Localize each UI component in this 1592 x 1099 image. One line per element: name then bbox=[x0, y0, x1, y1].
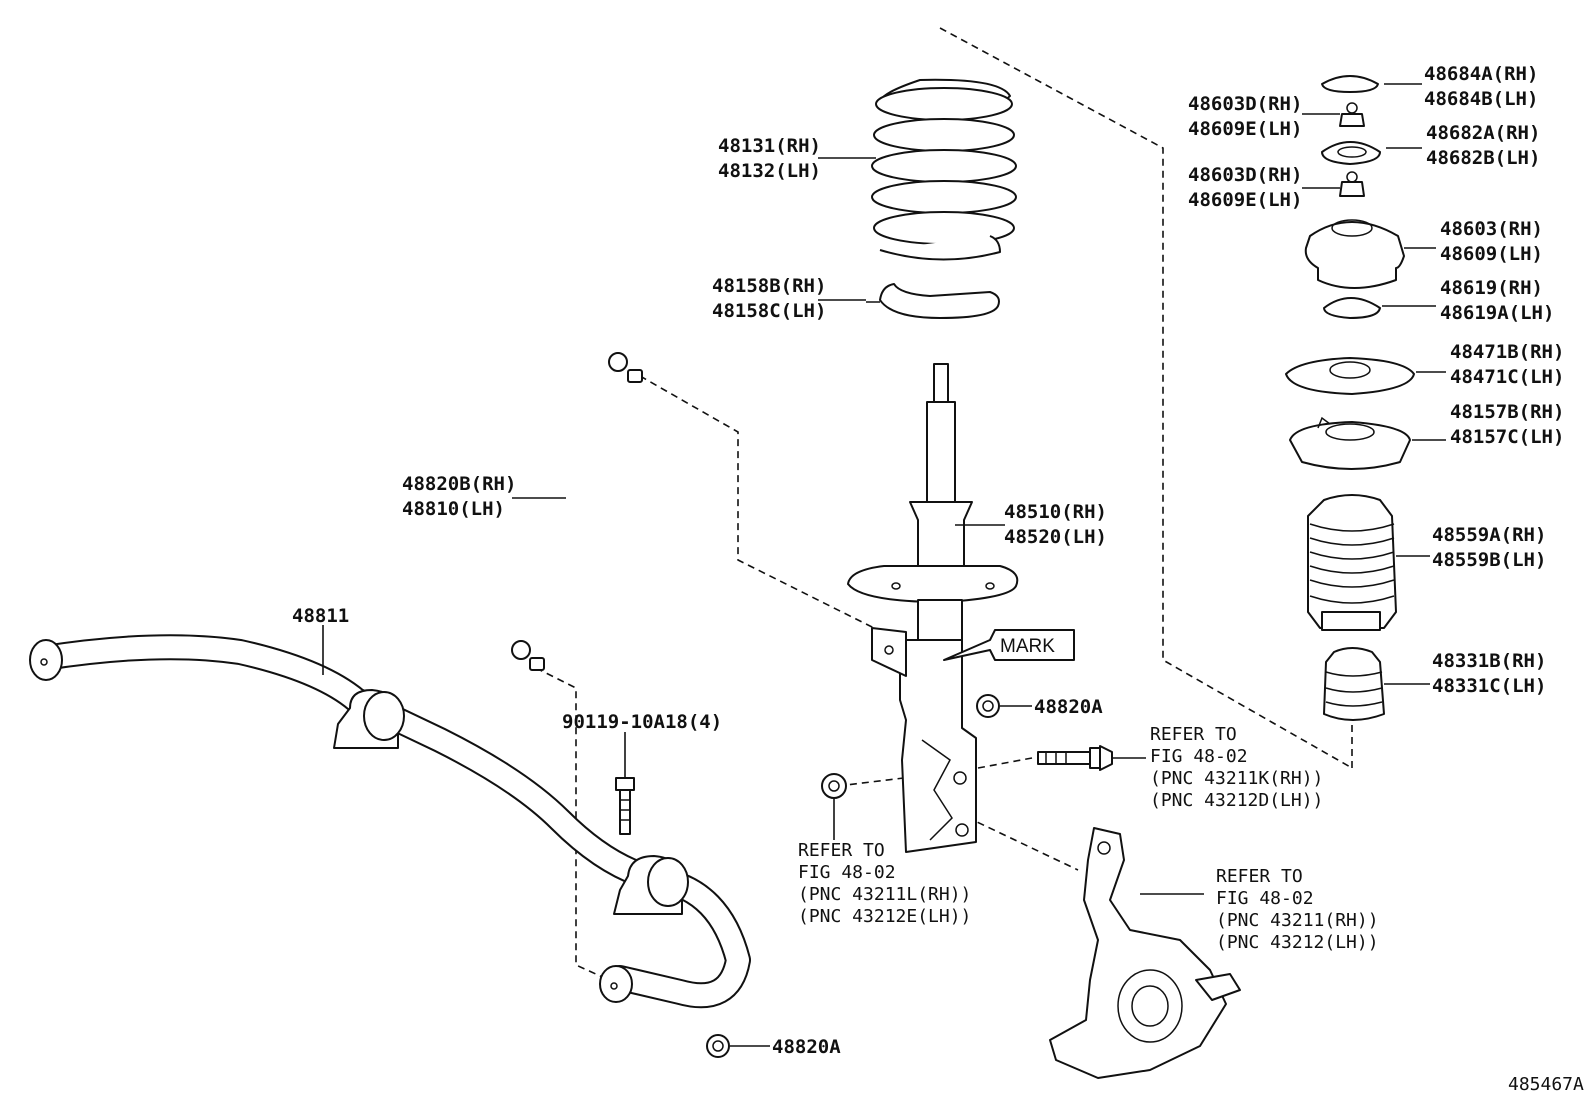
label-cap: 48684A(RH) 48684B(LH) bbox=[1424, 63, 1538, 110]
cap[interactable] bbox=[1321, 75, 1379, 93]
label-shock-absorber: 48510(RH) 48520(LH) bbox=[1004, 501, 1107, 548]
mark-label: MARK bbox=[1000, 636, 1055, 657]
label-spring-insulator: 48158B(RH) 48158C(LH) bbox=[712, 275, 826, 322]
spacer[interactable] bbox=[1323, 297, 1381, 319]
label-stabilizer-link: 48820B(RH) 48810(LH) bbox=[402, 473, 516, 520]
ref-knuckle-line1: REFER TO bbox=[1216, 866, 1303, 887]
ref-strut-bolt-line1: REFER TO bbox=[1150, 724, 1237, 745]
leader-lines bbox=[322, 83, 1446, 1047]
label-coil-spring-lh: 48132(LH) bbox=[718, 160, 821, 182]
ref-strut-bolt-line4: (PNC 43212D(LH)) bbox=[1150, 790, 1323, 811]
label-seat-rh: 48157B(RH) bbox=[1450, 401, 1564, 423]
label-coil-spring-rh: 48131(RH) bbox=[718, 135, 821, 157]
upper-seat[interactable] bbox=[1289, 416, 1411, 470]
shock-absorber[interactable] bbox=[847, 363, 1019, 853]
label-link-nut-lower: 48820A bbox=[772, 1036, 841, 1058]
label-support-rh: 48603(RH) bbox=[1440, 218, 1543, 240]
label-seat-lh: 48157C(LH) bbox=[1450, 426, 1564, 448]
ref-strut-bolt-line3: (PNC 43211K(RH)) bbox=[1150, 768, 1323, 789]
label-upper-seat: 48157B(RH) 48157C(LH) bbox=[1450, 401, 1564, 448]
label-bumper-rh: 48331B(RH) bbox=[1432, 650, 1546, 672]
ref-strut-bolt-line2: FIG 48-02 bbox=[1150, 746, 1248, 767]
label-dust-seal: 48682A(RH) 48682B(LH) bbox=[1426, 122, 1540, 169]
label-bumper-lh: 48331C(LH) bbox=[1432, 675, 1546, 697]
bushing-bolt[interactable] bbox=[615, 777, 635, 835]
label-shock-lh: 48520(LH) bbox=[1004, 526, 1107, 548]
label-nut-upper: 48603D(RH) 48609E(LH) bbox=[1188, 93, 1302, 140]
ref-strut-nut-line2: FIG 48-02 bbox=[798, 862, 896, 883]
ref-knuckle-line3: (PNC 43211(RH)) bbox=[1216, 910, 1379, 931]
bearing[interactable] bbox=[1285, 357, 1415, 395]
ref-strut-nut-line3: (PNC 43211L(RH)) bbox=[798, 884, 971, 905]
strut-bolt[interactable] bbox=[1037, 745, 1113, 771]
label-dust-seal-rh: 48682A(RH) bbox=[1426, 122, 1540, 144]
label-boot-lh: 48559B(LH) bbox=[1432, 549, 1546, 571]
label-spacer-lh: 48619A(LH) bbox=[1440, 302, 1554, 324]
label-coil-spring: 48131(RH) 48132(LH) bbox=[718, 135, 821, 182]
ref-strut-nut: REFER TO FIG 48-02 (PNC 43211L(RH)) (PNC… bbox=[798, 840, 971, 927]
label-spacer: 48619(RH) 48619A(LH) bbox=[1440, 277, 1554, 324]
label-nut-lower-lh: 48609E(LH) bbox=[1188, 189, 1302, 211]
label-link-lh: 48810(LH) bbox=[402, 498, 505, 520]
label-cap-rh: 48684A(RH) bbox=[1424, 63, 1538, 85]
boot[interactable] bbox=[1307, 494, 1397, 631]
nut-lower[interactable] bbox=[1339, 171, 1365, 197]
label-shock-rh: 48510(RH) bbox=[1004, 501, 1107, 523]
label-bumper: 48331B(RH) 48331C(LH) bbox=[1432, 650, 1546, 697]
figure-id: 485467A bbox=[1508, 1074, 1584, 1095]
upper-support[interactable] bbox=[1304, 219, 1405, 289]
label-bearing: 48471B(RH) 48471C(LH) bbox=[1450, 341, 1564, 388]
steering-knuckle[interactable] bbox=[1049, 827, 1241, 1079]
label-nut-upper-lh: 48609E(LH) bbox=[1188, 118, 1302, 140]
label-insulator-rh: 48158B(RH) bbox=[712, 275, 826, 297]
spring-insulator[interactable] bbox=[866, 283, 1000, 319]
bump-stopper[interactable] bbox=[1323, 647, 1385, 721]
label-nut-lower: 48603D(RH) 48609E(LH) bbox=[1188, 164, 1302, 211]
label-nut-upper-rh: 48603D(RH) bbox=[1188, 93, 1302, 115]
mark-callout: MARK bbox=[943, 629, 1075, 661]
ref-knuckle: REFER TO FIG 48-02 (PNC 43211(RH)) (PNC … bbox=[1216, 866, 1379, 953]
label-boot-rh: 48559A(RH) bbox=[1432, 524, 1546, 546]
label-support: 48603(RH) 48609(LH) bbox=[1440, 218, 1543, 265]
nut-upper[interactable] bbox=[1339, 102, 1365, 127]
label-link-rh: 48820B(RH) bbox=[402, 473, 516, 495]
label-bushing-bolt: 90119-10A18(4) bbox=[562, 711, 722, 733]
stabilizer-bushing-left[interactable] bbox=[333, 689, 405, 749]
ref-strut-bolt: REFER TO FIG 48-02 (PNC 43211K(RH)) (PNC… bbox=[1150, 724, 1323, 811]
label-bearing-rh: 48471B(RH) bbox=[1450, 341, 1564, 363]
stabilizer-link[interactable] bbox=[511, 352, 643, 671]
link-nut-upper[interactable] bbox=[976, 694, 1000, 718]
label-boot: 48559A(RH) 48559B(LH) bbox=[1432, 524, 1546, 571]
coil-spring[interactable] bbox=[871, 78, 1017, 261]
stabilizer-bushing-right[interactable] bbox=[613, 855, 689, 915]
stabilizer-bar[interactable] bbox=[29, 634, 751, 1009]
label-link-nut-upper: 48820A bbox=[1034, 696, 1103, 718]
label-stabilizer-bar: 48811 bbox=[292, 605, 349, 627]
ref-strut-nut-line4: (PNC 43212E(LH)) bbox=[798, 906, 971, 927]
label-insulator-lh: 48158C(LH) bbox=[712, 300, 826, 322]
label-dust-seal-lh: 48682B(LH) bbox=[1426, 147, 1540, 169]
label-nut-lower-rh: 48603D(RH) bbox=[1188, 164, 1302, 186]
ref-knuckle-line4: (PNC 43212(LH)) bbox=[1216, 932, 1379, 953]
dust-seal[interactable] bbox=[1321, 141, 1381, 165]
label-spacer-rh: 48619(RH) bbox=[1440, 277, 1543, 299]
link-nut-lower[interactable] bbox=[706, 1034, 730, 1058]
label-bearing-lh: 48471C(LH) bbox=[1450, 366, 1564, 388]
ref-strut-nut-line1: REFER TO bbox=[798, 840, 885, 861]
strut-nut[interactable] bbox=[821, 773, 847, 799]
ref-knuckle-line2: FIG 48-02 bbox=[1216, 888, 1314, 909]
label-cap-lh: 48684B(LH) bbox=[1424, 88, 1538, 110]
label-support-lh: 48609(LH) bbox=[1440, 243, 1543, 265]
